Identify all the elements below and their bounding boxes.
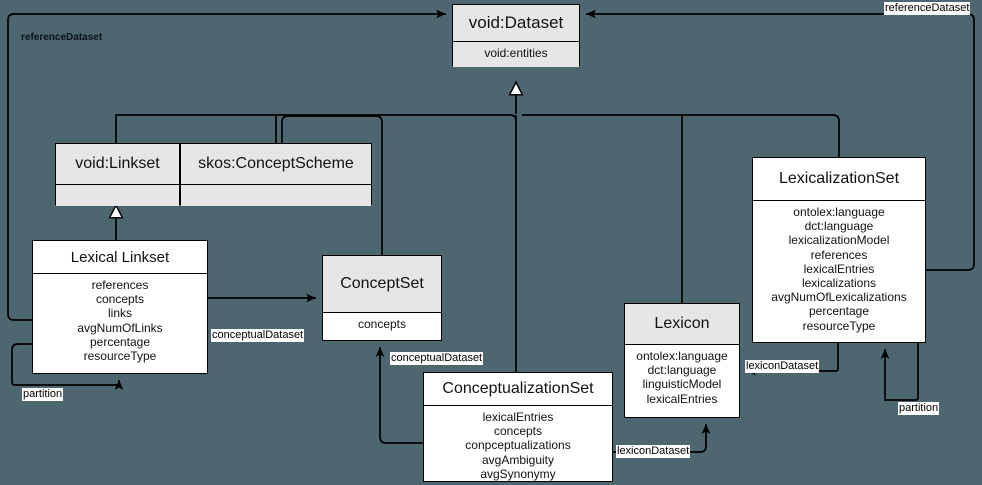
attribute-row: lexicalizationModel [788, 233, 890, 248]
class-name-void-dataset: void:Dataset [453, 5, 579, 41]
generalization-conceptset-to-conceptscheme [274, 115, 383, 255]
edge-label-referenceDataset-topleft: referenceDataset [21, 32, 103, 43]
assoc-lexicalizationset-referencedataset [586, 9, 975, 271]
attribute-row: linguisticModel [642, 377, 722, 392]
class-box-void-linkset[interactable]: void:Linkset [55, 143, 180, 206]
attribute-row: avgNumOfLinks [77, 320, 163, 335]
class-name-skos-conceptscheme: skos:ConceptScheme [181, 144, 371, 184]
edge-label-partition-right: partition [898, 402, 940, 415]
attribute-row: void:entities [484, 46, 548, 60]
attribute-row: concepts [95, 292, 145, 307]
attribute-row: percentage [808, 304, 870, 319]
assoc-lexicallinkset-referencedataset [7, 9, 446, 321]
class-name-lexicon: Lexicon [625, 304, 739, 344]
attribute-row: resourceType [802, 318, 876, 333]
class-box-concept-set[interactable]: ConceptSet concepts [322, 255, 442, 341]
class-name-lexicalization-set: LexicalizationSet [753, 158, 925, 200]
assoc-conceptualizationset-lexicondataset [613, 424, 711, 453]
attribute-row: dct:language [804, 219, 874, 234]
edge-label-lexiconDataset-bottom: lexiconDataset [616, 445, 691, 458]
attribute-row: percentage [89, 334, 151, 349]
assoc-conceptualizationset-conceptualdataset [375, 347, 423, 444]
attribute-row: avgNumOfLexicalizations [771, 290, 907, 305]
edge-label-referenceDataset-topright: referenceDataset [884, 2, 971, 15]
class-attributes-void-dataset: void:entities [453, 41, 579, 67]
attribute-row: concepts [493, 424, 543, 439]
attribute-row: lexicalEntries [482, 410, 554, 424]
generalization-lexicalizationset-to-dataset [522, 114, 840, 157]
selfassoc-lexicalizationset-partition [880, 306, 926, 401]
attribute-row: dct:language [647, 363, 717, 378]
attribute-row: resourceType [83, 349, 157, 364]
edge-label-lexiconDataset-right: lexiconDataset [745, 360, 820, 373]
class-attributes-concept-set: concepts [323, 312, 441, 342]
attribute-row: concepts [357, 317, 407, 331]
selfassoc-lexicallinkset-partition [11, 343, 124, 390]
attribute-row: ontolex:language [636, 349, 728, 363]
attribute-row: references [91, 278, 149, 292]
attribute-row: avgAmbiguity [481, 452, 555, 467]
attribute-row: ontolex:language [793, 205, 885, 219]
edge-label-conceptualDataset-mid: conceptualDataset [390, 352, 484, 365]
class-box-skos-conceptscheme[interactable]: skos:ConceptScheme [180, 143, 372, 206]
edge-label-conceptualDataset-left: conceptualDataset [211, 329, 305, 342]
attribute-row: lexicalEntries [803, 261, 875, 276]
class-attributes-void-linkset [56, 184, 179, 206]
attribute-row: links [107, 306, 132, 321]
attribute-row: references [810, 247, 868, 262]
class-attributes-skos-conceptscheme [181, 184, 371, 206]
attribute-row: lexicalizations [801, 276, 877, 291]
class-name-void-linkset: void:Linkset [56, 144, 179, 184]
edge-label-partition-left: partition [22, 388, 64, 401]
class-name-concept-set: ConceptSet [323, 256, 441, 312]
class-name-conceptualization-set: ConceptualizationSet [424, 373, 612, 405]
class-box-void-dataset[interactable]: void:Dataset void:entities [452, 4, 580, 67]
generalization-linkset-to-dataset [115, 114, 517, 143]
attribute-row: lexicalEntries [646, 391, 718, 406]
assoc-lexicalizationset-lexicondataset [746, 343, 839, 376]
attribute-row: avgSynonymy [480, 466, 556, 481]
class-name-lexical-linkset: Lexical Linkset [33, 241, 207, 273]
attribute-row: conpceptualizations [465, 438, 571, 453]
